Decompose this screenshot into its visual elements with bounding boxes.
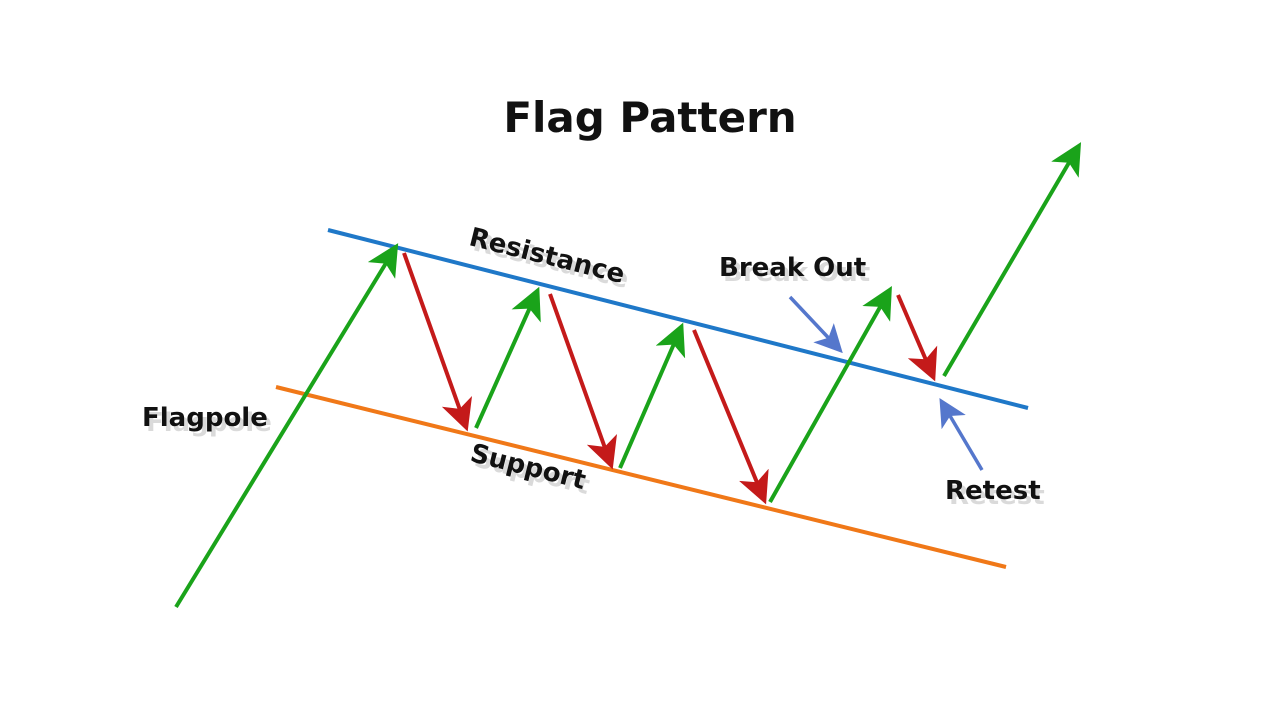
flagpole-arrow xyxy=(174,243,399,609)
support-line xyxy=(275,385,1007,569)
breakout-up-arrow xyxy=(768,286,892,503)
down-arrow xyxy=(692,329,769,505)
up-arrow xyxy=(474,286,541,429)
resistance-label: Resistance xyxy=(466,222,628,290)
resistance-line xyxy=(327,228,1029,410)
break-out-label-group: Break Out Break Out xyxy=(719,253,870,288)
flagpole-label: Flagpole xyxy=(142,403,268,433)
retest-label-shadow: Retest xyxy=(949,481,1045,511)
retest-label: Retest xyxy=(945,476,1041,506)
flagpole-label-group: Flagpole Flagpole xyxy=(142,403,272,438)
continuation-up-arrow xyxy=(942,142,1082,378)
retest-pointer-arrow xyxy=(939,397,984,471)
retest-label-group: Retest Retest xyxy=(945,476,1045,511)
down-arrow xyxy=(548,293,617,470)
diagram-title: Flag Pattern xyxy=(503,93,796,142)
break-out-pointer-arrow xyxy=(788,295,843,354)
retest-down-arrow xyxy=(896,294,938,382)
down-arrow xyxy=(402,252,473,432)
flagpole-label-shadow: Flagpole xyxy=(146,408,272,438)
break-out-label-shadow: Break Out xyxy=(723,258,870,288)
break-out-label: Break Out xyxy=(719,253,866,283)
up-arrow xyxy=(618,322,686,469)
